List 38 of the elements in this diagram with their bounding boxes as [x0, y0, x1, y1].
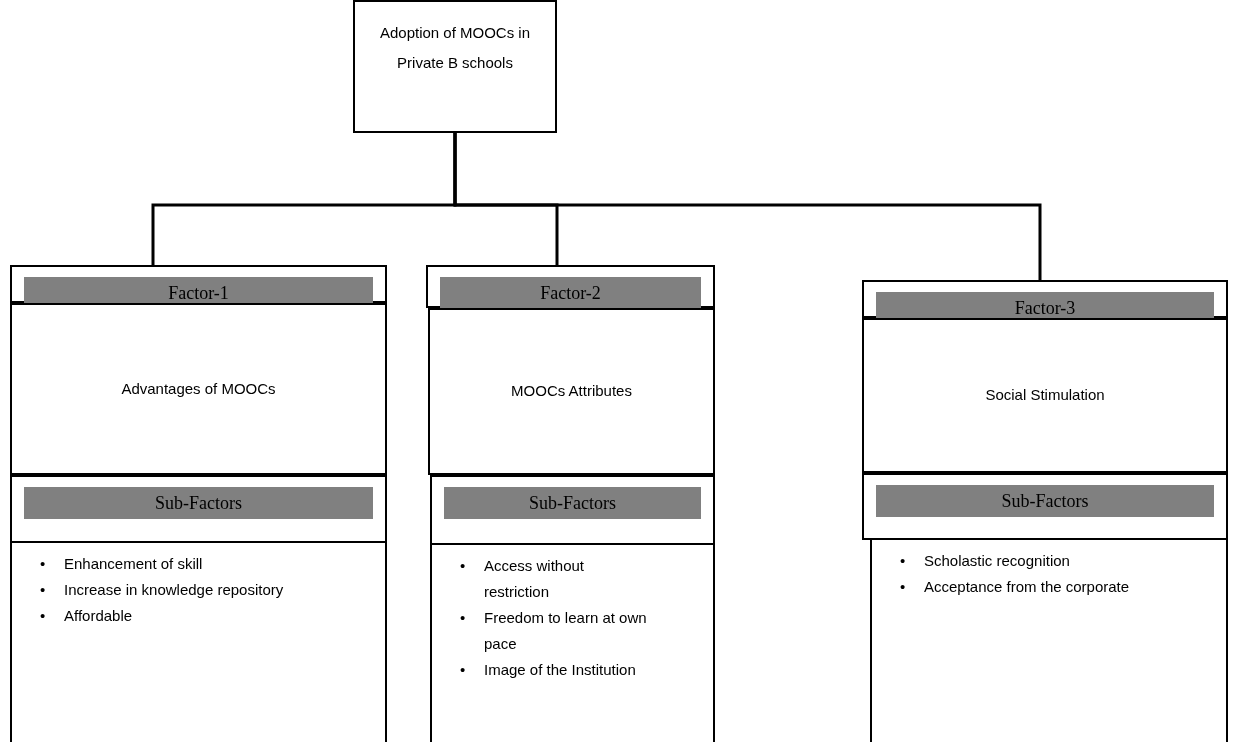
bullet-item: Enhancement of skill — [64, 554, 203, 574]
bullet-item: Affordable — [64, 606, 133, 626]
bullet-mark: • — [460, 660, 467, 680]
factor-box — [862, 280, 1228, 318]
bullet-mark: • — [40, 606, 47, 626]
sub-factor-box — [862, 473, 1228, 540]
header-bar: Sub-Factors — [24, 487, 373, 519]
box-title: Adoption of MOOCs in Private B schools — [378, 23, 532, 73]
header-bar: Factor-2 — [440, 277, 701, 309]
bullet-mark: • — [460, 556, 467, 576]
bullet-item: Image of the Institution — [484, 660, 636, 680]
sub-factor-box — [430, 475, 715, 545]
header-bar: Sub-Factors — [876, 485, 1214, 517]
bullet-item: Increase in knowledge repository — [64, 580, 284, 600]
description-box — [428, 308, 715, 475]
bullet-mark: • — [40, 554, 47, 574]
sub-factor-list-panel — [10, 543, 387, 742]
bullet-item: Freedom to learn at own pace — [484, 608, 648, 654]
description-text: Advantages of MOOCs — [121, 378, 276, 399]
bullet-item: Acceptance from the corporate — [924, 577, 1130, 597]
sub-factor-box — [10, 475, 387, 543]
description-box — [10, 303, 387, 475]
bullet-mark: • — [900, 577, 907, 597]
header-bar: Sub-Factors — [444, 487, 701, 519]
sub-factor-list-panel — [870, 540, 1228, 742]
root-box — [353, 0, 557, 133]
bullet-mark: • — [460, 608, 467, 628]
bullet-item: Scholastic recognition — [924, 551, 1070, 571]
bullet-mark: • — [900, 551, 907, 571]
bullet-item: Access without restriction — [484, 556, 586, 602]
description-text: MOOCs Attributes — [511, 381, 632, 402]
connector-line — [453, 133, 1042, 280]
description-text: Social Stimulation — [985, 385, 1105, 406]
sub-factor-list-panel — [430, 545, 715, 742]
factor-box — [426, 265, 715, 308]
description-box — [862, 318, 1228, 473]
factor-box — [10, 265, 387, 303]
bullet-mark: • — [40, 580, 47, 600]
